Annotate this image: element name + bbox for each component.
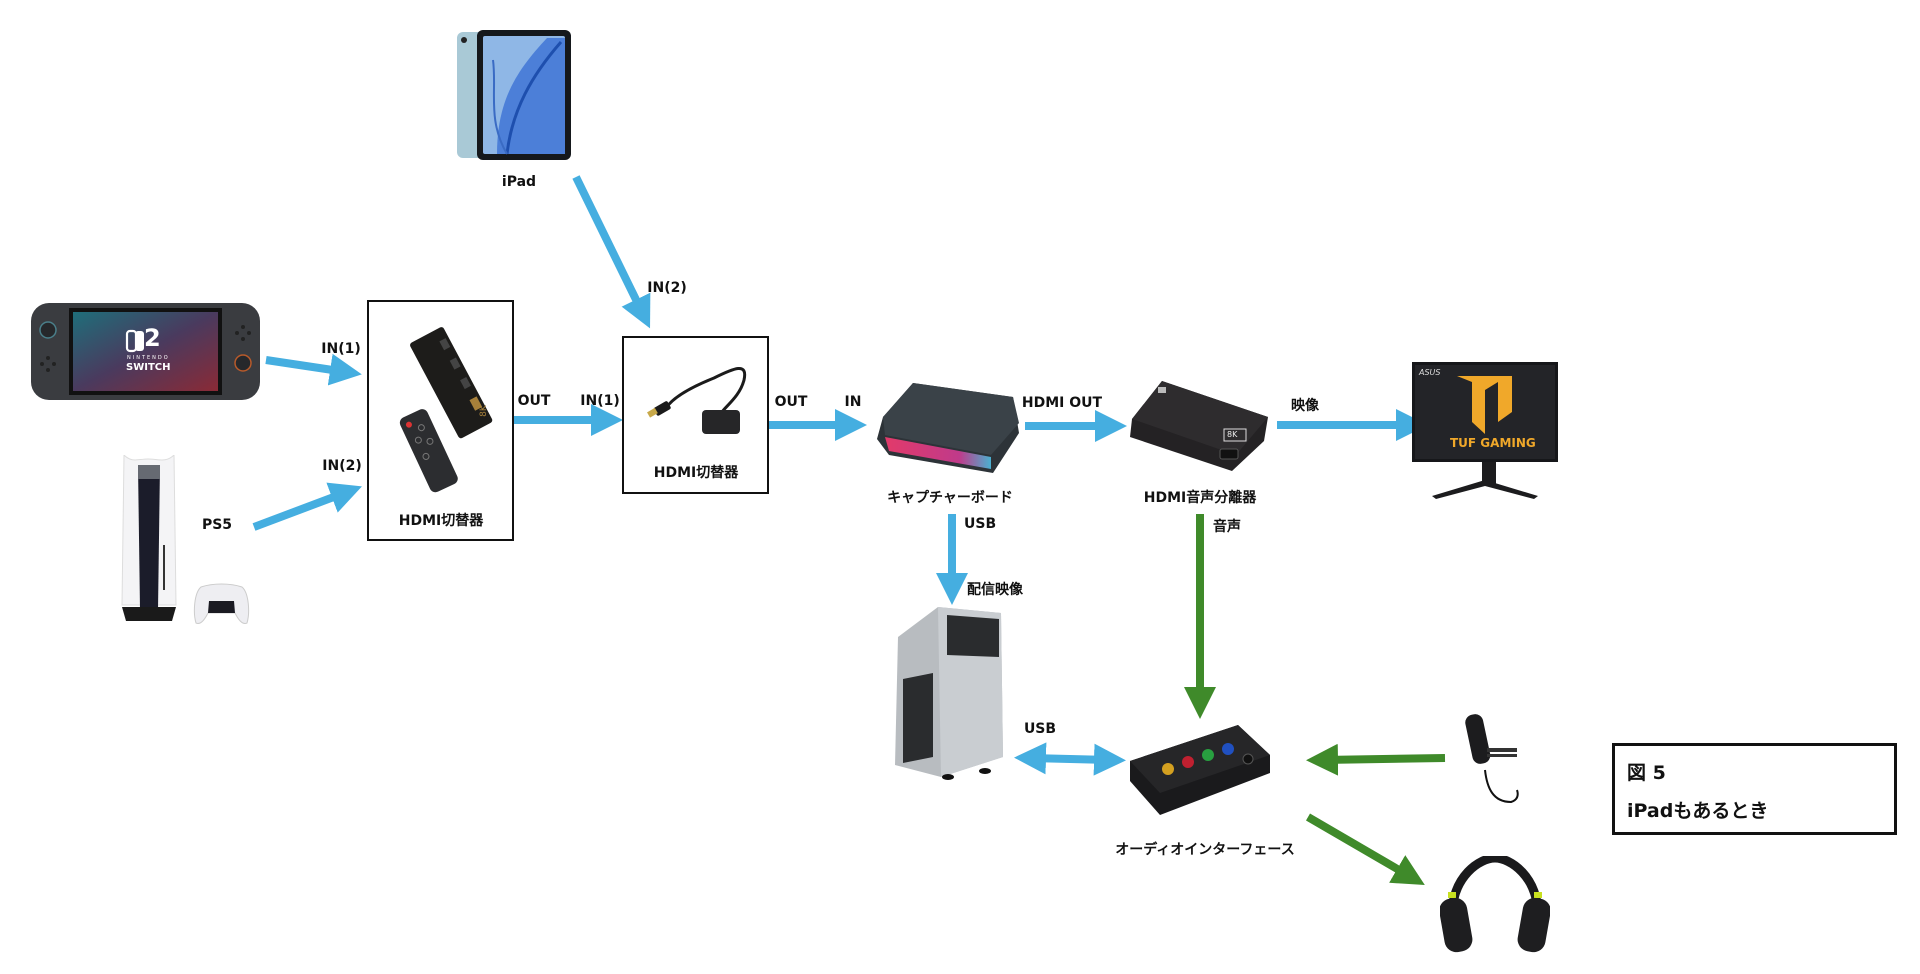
label-switch-in1: IN(1) (321, 341, 361, 357)
figure-title: iPadもあるとき (1627, 800, 1769, 822)
label-ipad-in2: IN(2) (647, 280, 687, 296)
hdmi-switcher-1-image (399, 327, 493, 493)
monitor-brand: ASUS (1419, 368, 1441, 377)
audio-extractor-image: 8K (1128, 377, 1270, 472)
label-hdmi2-in1: IN(1) (580, 393, 620, 409)
arrow-ipad-to-hdmi2 (572, 175, 651, 329)
pc-tower-image (893, 607, 1005, 782)
headphones-image (1439, 853, 1551, 956)
ipad-label: iPad (501, 174, 537, 190)
arrow-audio-interface-to-headphones (1305, 813, 1425, 886)
figure-number: 図 5 (1627, 762, 1666, 784)
label-capture-usb: USB (964, 516, 997, 532)
ps5-controller-image (193, 583, 250, 625)
audio-interface-image (1130, 725, 1270, 818)
arrow-pc-audio-usb (1014, 742, 1126, 776)
hdmi-switcher-2-image (647, 367, 747, 434)
audio-interface-label: オーディオインターフェース (1115, 842, 1295, 858)
label-hdmi1-out: OUT (517, 393, 551, 409)
nintendo-switch-image: 2 NINTENDO SWITCH (31, 303, 260, 400)
hdmi-switcher-2-label: HDMI切替器 (653, 465, 739, 481)
monitor-screen-text: TUF GAMING (1450, 436, 1536, 450)
figure-caption-box: 図 5 iPadもあるとき (1612, 743, 1897, 835)
ps5-console-image (118, 453, 180, 625)
label-extractor-audio: 音声 (1213, 519, 1241, 535)
label-capture-hdmi-out: HDMI OUT (1021, 395, 1103, 411)
label-extractor-video: 映像 (1291, 398, 1319, 414)
audio-extractor-badge: 8K (1227, 430, 1238, 439)
monitor-image: ASUS TUF GAMING (1412, 362, 1558, 502)
arrow-switch-to-hdmi1 (265, 353, 362, 386)
ps5-label: PS5 (201, 517, 233, 533)
label-ps5-in2: IN(2) (322, 458, 362, 474)
label-pc-usb: USB (1023, 721, 1057, 737)
switch-brand-bottom: SWITCH (126, 362, 171, 373)
arrow-mic-to-audio-interface (1306, 743, 1446, 776)
capture-board-image (873, 377, 1022, 478)
hdmi-switcher-1-box: 8K HDMI切替器 (367, 300, 514, 541)
hdmi-switcher-2-box: HDMI切替器 (622, 336, 769, 494)
audio-extractor-label: HDMI音声分離器 (1143, 490, 1257, 506)
hdmi-switcher-1-badge: 8K (478, 405, 489, 417)
label-capture-in: IN (844, 394, 862, 410)
label-capture-to-pc: 配信映像 (967, 582, 1023, 598)
capture-board-label: キャプチャーボード (887, 490, 1013, 506)
arrow-ps5-to-hdmi1 (252, 482, 362, 531)
hdmi-switcher-1-label: HDMI切替器 (398, 513, 484, 529)
ipad-image (457, 30, 571, 160)
label-hdmi2-out: OUT (774, 394, 808, 410)
switch-brand-top: NINTENDO (127, 355, 170, 361)
switch-logo-number: 2 (144, 324, 161, 352)
microphone-image (1457, 710, 1527, 810)
